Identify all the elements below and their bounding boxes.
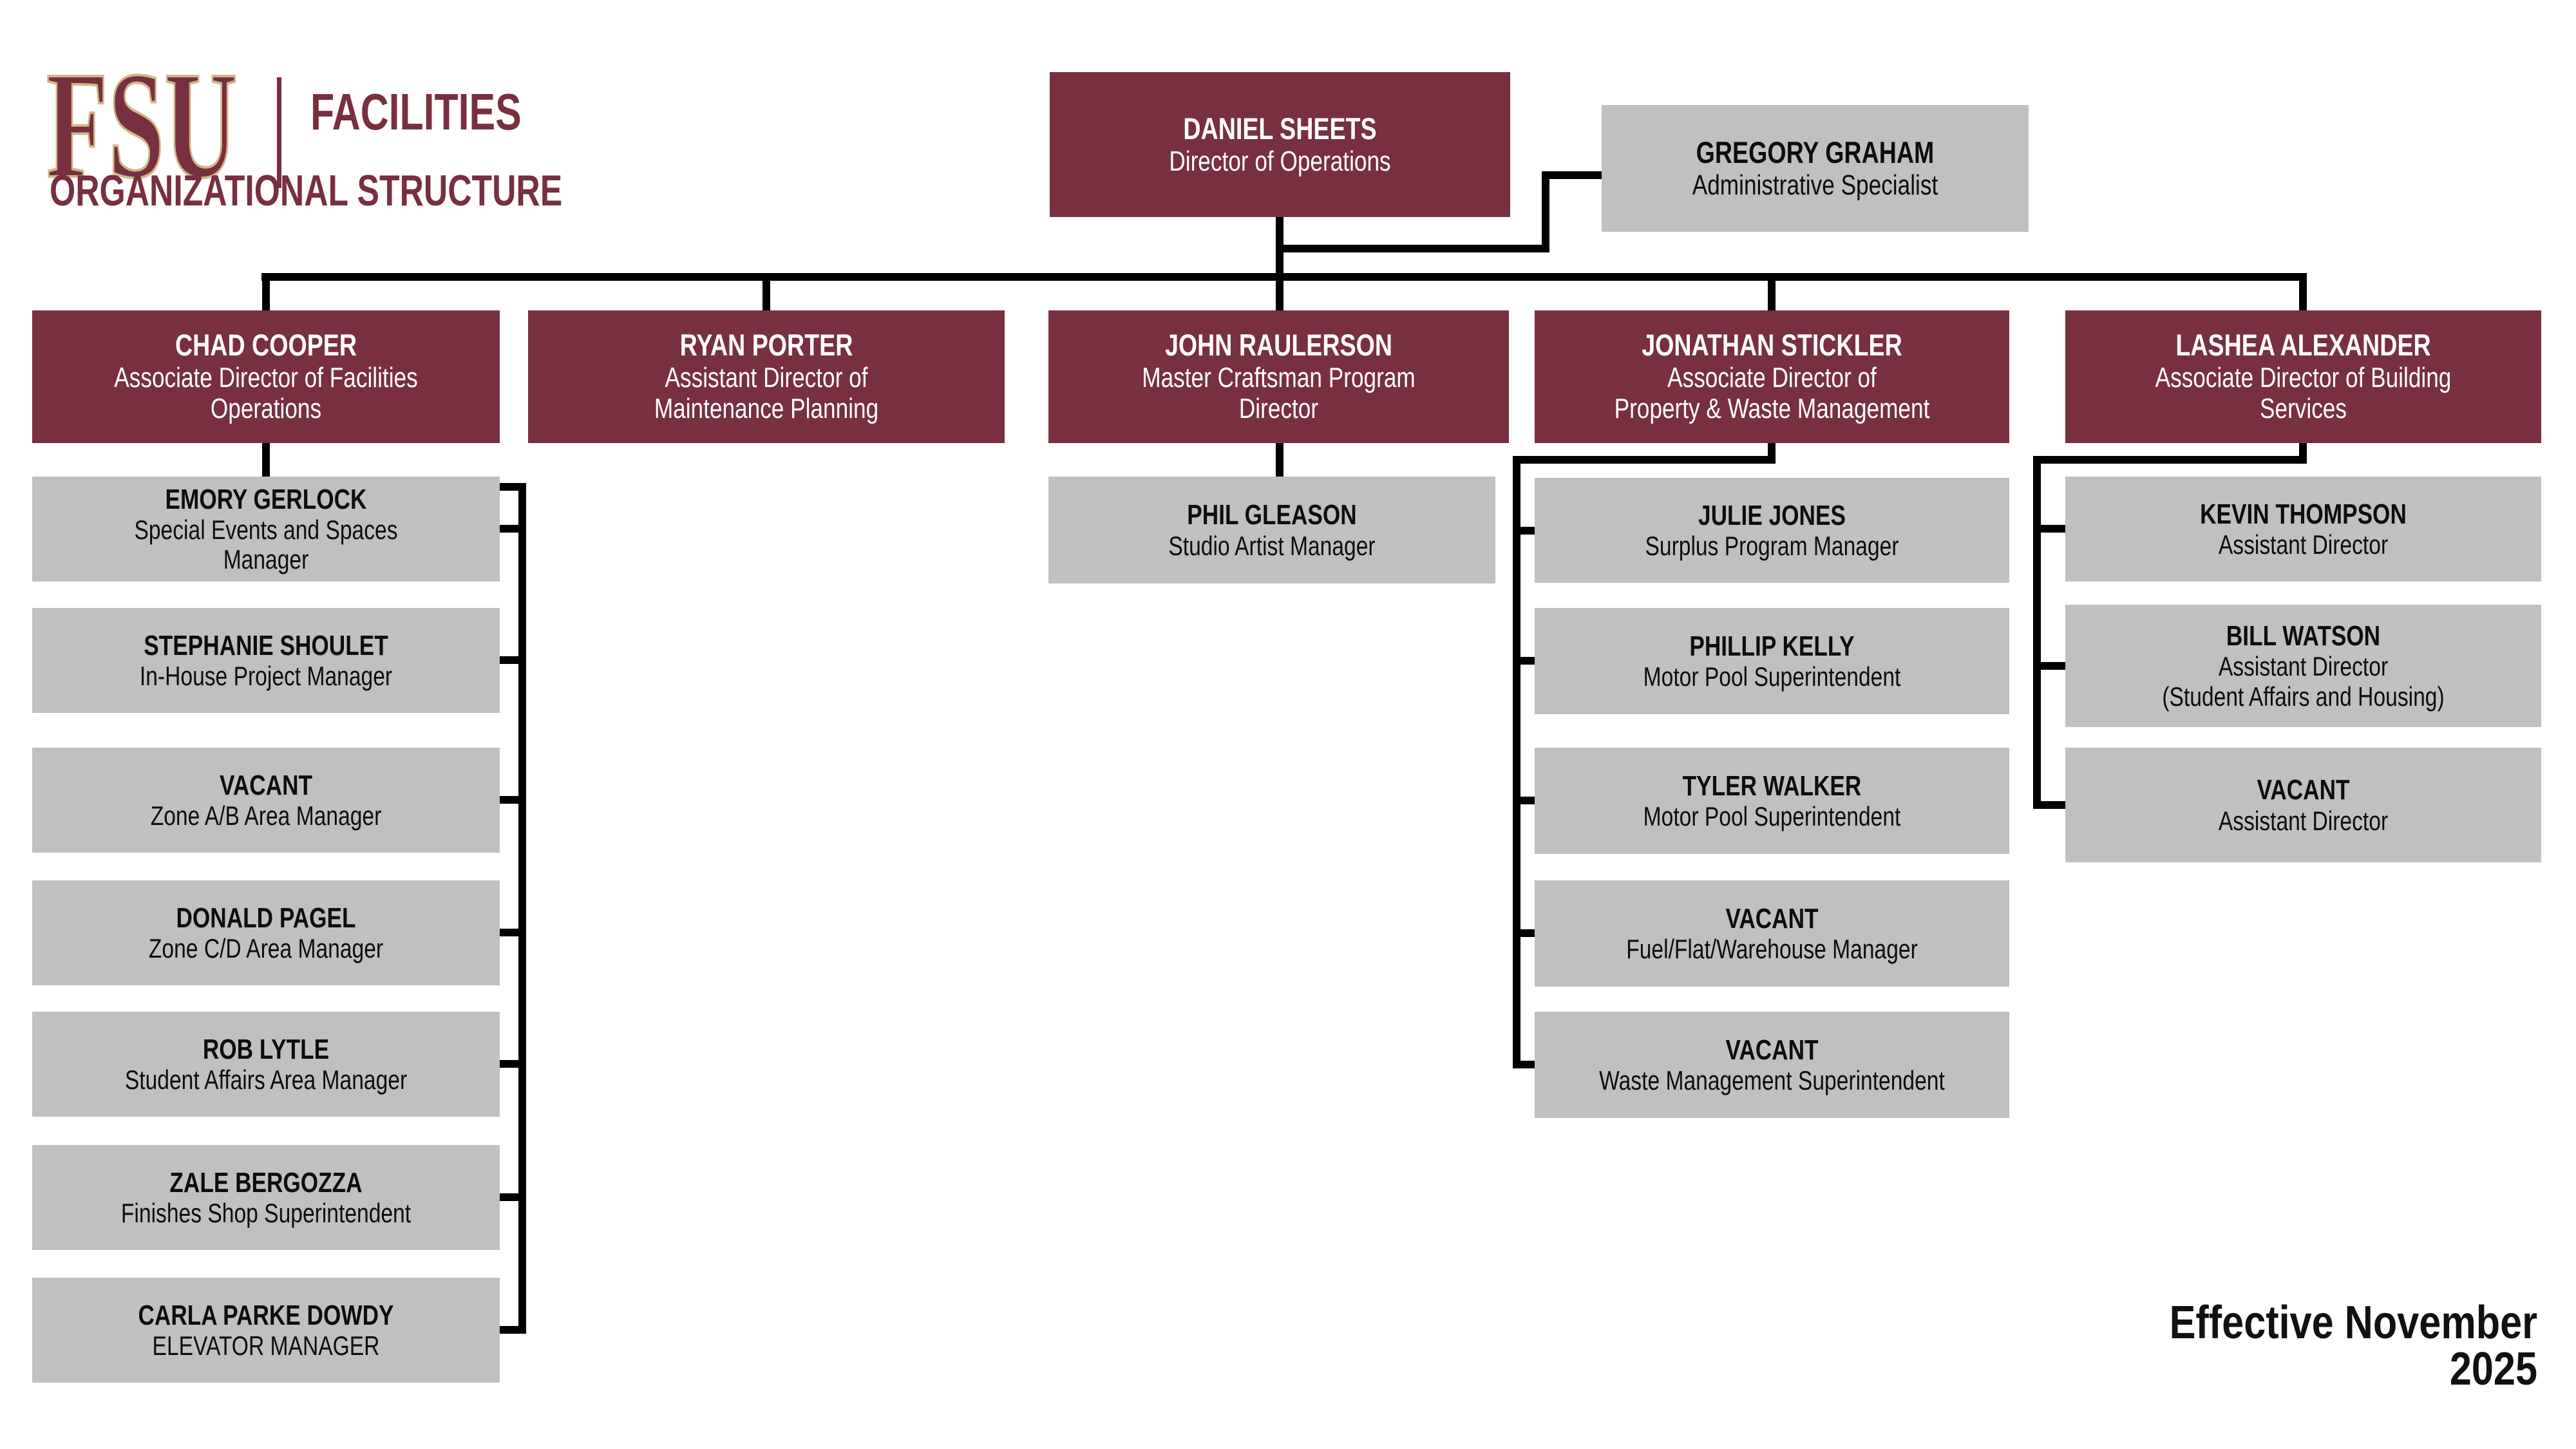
person-title: Surplus Program Manager [1645,531,1899,562]
connector-stub-stephanie [500,656,526,664]
person-name: JULIE JONES [1698,499,1846,531]
person-title: Motor Pool Superintendent [1643,801,1901,832]
person-name: JOHN RAULERSON [1164,328,1393,363]
person-name: LASHEA ALEXANDER [2175,328,2431,363]
person-name: EMORY GERLOCK [165,483,367,515]
connector-gregory-h1 [1276,245,1549,252]
person-name: ZALE BERGOZZA [169,1166,363,1198]
person-title: Assistant Director (Student Affairs and … [2162,651,2445,712]
connector-drop-john [1276,273,1283,310]
person-title: Assistant Director [2218,805,2389,836]
person-name: PHIL GLEASON [1187,499,1357,531]
connector-stub-bill [2033,662,2073,670]
person-title: Assistant Director of Maintenance Planni… [654,361,879,425]
connector-stub-carla [500,1326,526,1334]
connector-stub-donald [500,929,526,936]
person-name: ROB LYTLE [202,1033,330,1065]
connector-phil-stem [1276,443,1283,477]
logo-division-label: FACILITIES [310,83,522,140]
person-name: JONATHAN STICKLER [1642,328,1902,363]
connector-drop-lashea [2299,273,2307,310]
connector-stub-emory [500,525,526,533]
person-title: In-House Project Manager [139,661,393,692]
person-name: VACANT [219,769,313,801]
person-title: Fuel/Flat/Warehouse Manager [1626,934,1918,965]
person-name: STEPHANIE SHOULET [144,629,388,661]
connector-col4-spine [1513,456,1520,1068]
person-name: PHILLIP KELLY [1689,630,1855,662]
connector-jonathan-elbow [1513,456,1776,464]
person-title: ELEVATOR MANAGER [152,1331,380,1361]
person-title: Associate Director of Property & Waste M… [1614,361,1930,425]
person-title: Associate Director of Building Services [2155,361,2452,425]
person-title: Zone A/B Area Manager [150,800,382,831]
person-title: Zone C/D Area Manager [148,933,384,964]
person-title: Student Affairs Area Manager [124,1065,408,1095]
connector-stub-vacant-ad [2033,801,2073,809]
person-name: TYLER WALKER [1682,770,1862,802]
connector-drop-chad [262,273,270,310]
person-title: Studio Artist Manager [1168,530,1376,561]
person-name: CHAD COOPER [175,328,357,363]
person-title: Waste Management Superintendent [1599,1065,1945,1096]
person-title: Motor Pool Superintendent [1643,661,1901,692]
person-name: CARLA PARKE DOWDY [138,1299,394,1331]
person-name: GREGORY GRAHAM [1696,135,1935,169]
person-title: Associate Director of Facilities Operati… [114,361,418,425]
connector-gregory-h2 [1542,171,1602,179]
connector-drop-jonathan [1768,273,1776,310]
connector-col1-spine [518,483,526,1334]
connector-stub-kevin [2033,525,2073,533]
connector-col5-spine [2033,456,2041,809]
person-name: VACANT [1725,902,1819,934]
connector-stub-zale [500,1193,526,1201]
person-name: BILL WATSON [2226,620,2381,652]
person-name: DONALD PAGEL [176,902,356,934]
connector-lashea-elbow [2033,456,2307,464]
person-title: Director of Operations [1169,145,1391,177]
person-name: VACANT [2257,774,2350,806]
connector-stub-rob [500,1060,526,1068]
page-title: ORGANIZATIONAL STRUCTURE [50,166,563,215]
person-name: RYAN PORTER [679,328,853,363]
fsu-logo: FSU [46,41,238,210]
connector-main-bus [261,273,2307,281]
person-title: Special Events and Spaces Manager [134,514,398,575]
logo-divider-bar [277,77,281,188]
person-name: DANIEL SHEETS [1183,111,1377,146]
person-title: Administrative Specialist [1692,169,1938,201]
person-name: KEVIN THOMPSON [2200,498,2407,530]
effective-date-label: Effective November 2025 [2169,1297,2537,1395]
person-title: Master Craftsman Program Director [1142,361,1416,425]
connector-stub-vacant-zone-ab [500,796,526,804]
person-title: Finishes Shop Superintendent [120,1198,412,1229]
person-name: VACANT [1725,1034,1819,1066]
connector-gregory-v [1542,171,1549,252]
connector-drop-ryan [762,273,770,310]
person-title: Assistant Director [2218,529,2389,560]
